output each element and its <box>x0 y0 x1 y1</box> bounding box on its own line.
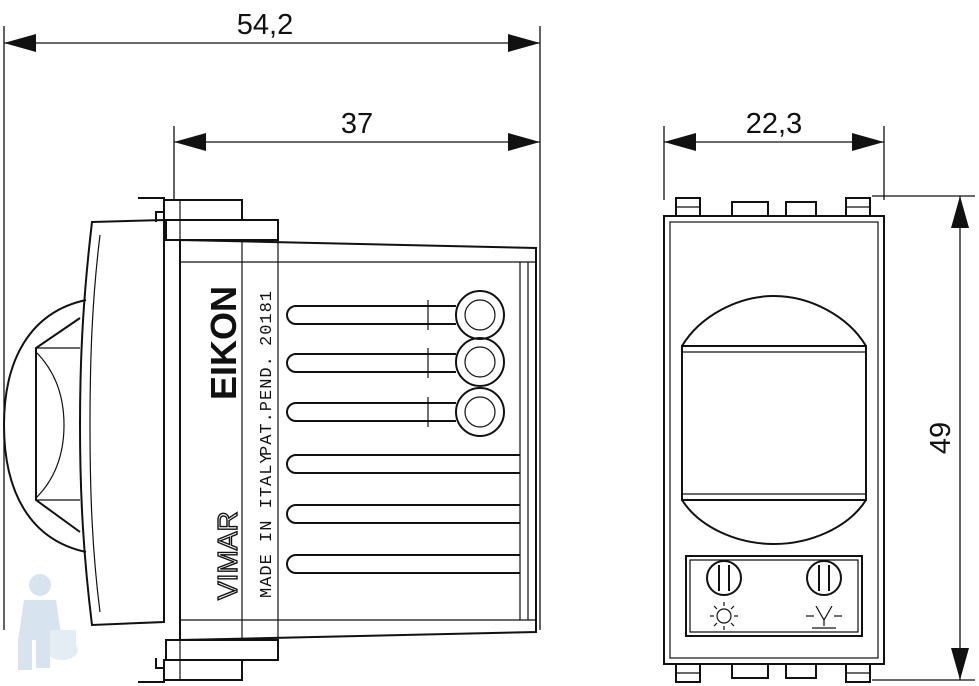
patent-label: PAT.PEND. <box>258 355 277 456</box>
dimension-label-overall-depth: 54,2 <box>237 9 293 41</box>
dimension-height: 49 <box>872 195 975 681</box>
side-view: EIKON 20181 PAT.PEND. VIMAR MADE IN ITAL… <box>2 197 537 683</box>
part-number-label: 20181 <box>258 290 277 346</box>
watermark-logo <box>18 574 78 670</box>
timer-knob[interactable] <box>806 560 842 596</box>
terminal-screws <box>455 290 505 437</box>
sun-icon <box>710 602 738 630</box>
dimension-label-width: 22,3 <box>746 108 802 140</box>
sensitivity-knob[interactable] <box>706 560 742 596</box>
lamp-icon <box>806 605 842 629</box>
dimension-overall-depth: 54,2 <box>3 9 541 630</box>
brand-label: EIKON <box>203 286 244 400</box>
front-view <box>663 197 885 683</box>
dimension-label-height: 49 <box>925 422 957 454</box>
wire-slots <box>286 300 520 574</box>
maker-logo: VIMAR <box>212 511 243 600</box>
dimension-body-depth: 37 <box>173 108 540 200</box>
dimension-width: 22,3 <box>663 108 885 200</box>
origin-label: MADE IN ITALY <box>258 452 277 598</box>
dimension-label-body-depth: 37 <box>341 108 373 140</box>
